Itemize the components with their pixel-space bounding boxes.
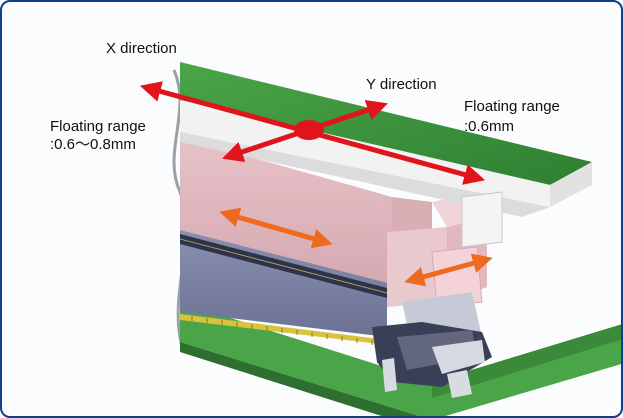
housing-float-arrow [219, 207, 333, 249]
floating-range-left-title: Floating range [50, 118, 146, 135]
floating-range-right-title: Floating range [464, 98, 560, 115]
receptacle-float-arrow [404, 253, 493, 287]
bottom-board [180, 302, 621, 416]
receptacle [372, 292, 492, 398]
center-point [294, 120, 324, 140]
floating-range-left-value: :0.6〜0.8mm [50, 136, 136, 153]
y-direction-label: Y direction [366, 76, 437, 93]
x-direction-label: X direction [106, 40, 177, 57]
floating-range-right-value: :0.6mm [464, 118, 515, 135]
lower-connector [179, 227, 388, 345]
